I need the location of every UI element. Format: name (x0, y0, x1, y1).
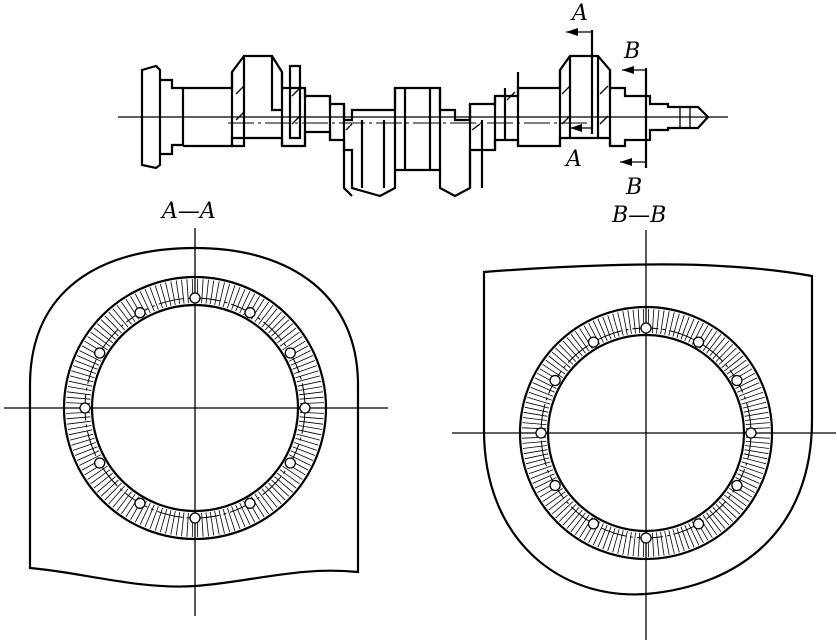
section-b-hole (535, 427, 547, 439)
section-a-hole (244, 497, 256, 509)
crank-web-5 (360, 120, 386, 188)
section-b-hole (692, 336, 705, 348)
section-a-hole (189, 292, 201, 304)
flange-hub (160, 78, 185, 156)
section-a-hole (94, 457, 106, 469)
section-b-hole (549, 374, 561, 387)
section-b-hole (640, 532, 652, 544)
section-a-hole (134, 497, 146, 509)
section-a-a-view: A—A (4, 199, 388, 616)
section-b-inner-ring (546, 333, 746, 533)
section-b-outer-ring (518, 305, 774, 561)
section-a-hole (299, 402, 311, 414)
section-b-hole (731, 479, 743, 492)
section-a-hole (284, 457, 296, 469)
section-b-hole (549, 479, 561, 492)
end-flange (140, 64, 162, 170)
section-a-title: A—A (160, 199, 216, 224)
crank-web-8 (493, 72, 520, 150)
section-a-hole (284, 347, 296, 359)
section-a-label-top: A (570, 1, 588, 26)
crank-web-9 (558, 56, 612, 146)
section-a-outer-ring (62, 275, 328, 541)
section-a-holes (79, 292, 311, 524)
section-a-hole (134, 307, 146, 319)
web-hatching (235, 85, 609, 131)
section-b-holes (535, 322, 757, 544)
section-a-hole (189, 512, 201, 524)
section-b-b-view: B—B (452, 203, 836, 640)
section-b-web-outline (482, 263, 814, 596)
crank-web-1 (230, 56, 246, 148)
section-mark-b: B B (620, 39, 648, 200)
section-b-ring-hatching (522, 308, 770, 558)
section-b-label-bottom: B (625, 175, 642, 200)
section-b-hole (745, 427, 757, 439)
section-a-hole (79, 402, 91, 414)
crankshaft-side-view: A A B B (118, 1, 728, 200)
section-b-title: B—B (611, 203, 666, 228)
crankshaft-profile (183, 54, 710, 198)
section-b-label-top: B (623, 39, 640, 64)
section-b-hole (692, 518, 705, 530)
section-a-inner-ring (90, 303, 300, 513)
section-a-hole (94, 347, 106, 359)
shaft-end-keyway (679, 107, 691, 128)
section-b-hole (587, 518, 600, 530)
section-b-hole (640, 322, 652, 334)
crank-web-2 (270, 56, 284, 146)
crank-web-3 (288, 64, 307, 146)
crank-web-6 (393, 88, 442, 170)
crank-web-4 (328, 96, 353, 197)
section-a-label-bottom: A (564, 147, 582, 172)
crank-web-7 (468, 104, 484, 188)
section-mark-a: A A (564, 1, 594, 172)
section-b-hole (731, 374, 743, 387)
section-b-hole (587, 336, 600, 348)
section-a-hole (244, 307, 256, 319)
section-a-web-outline (28, 246, 360, 588)
